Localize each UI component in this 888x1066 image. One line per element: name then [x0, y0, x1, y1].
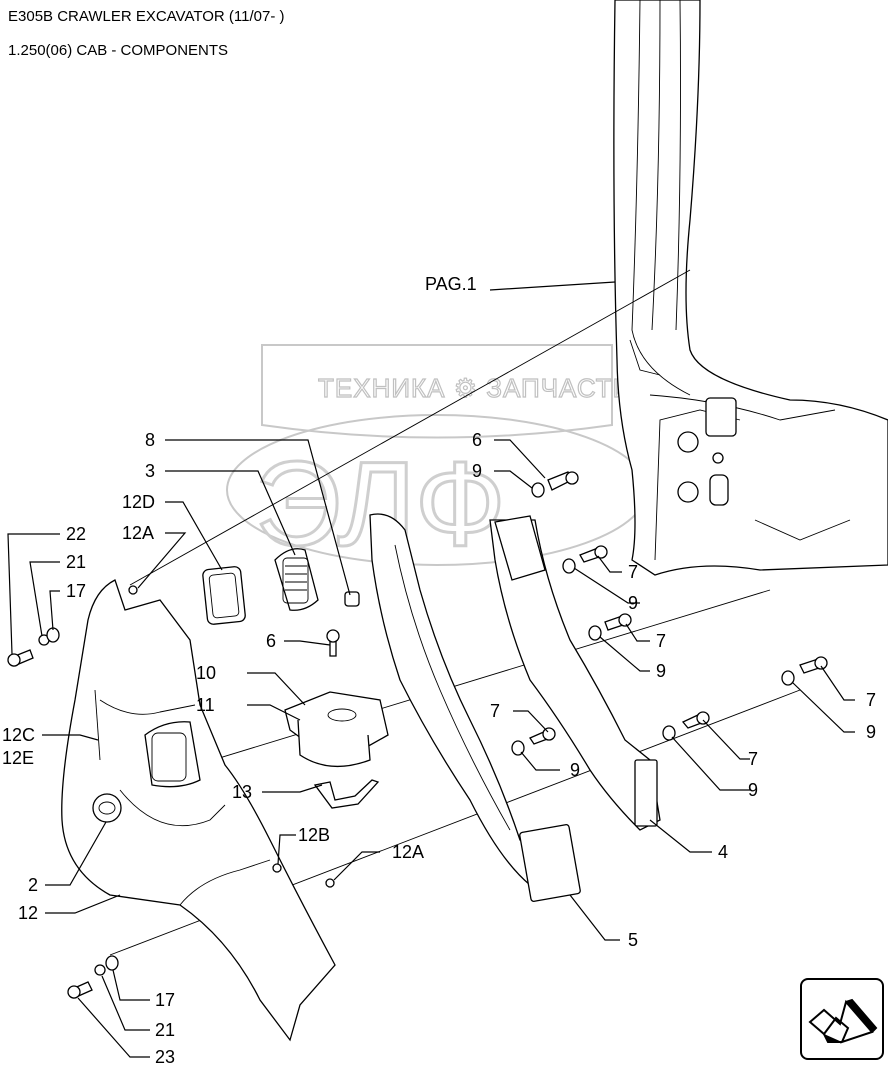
next-page-button[interactable] [800, 978, 884, 1060]
cab-frame-pillar [613, 0, 888, 576]
center-column-panel [369, 513, 581, 902]
callout-9-d: 9 [748, 780, 758, 800]
callout-12B: 12B [298, 825, 330, 845]
right-column-panel [489, 515, 661, 831]
callout-labels: PAG.1 8 3 12D 12A 22 21 17 6 9 7 9 7 9 7… [2, 274, 876, 1066]
callout-12A-bottom: 12A [392, 842, 424, 862]
callout-pag1: PAG.1 [425, 274, 477, 294]
callout-12E: 12E [2, 748, 34, 768]
callout-13: 13 [232, 782, 252, 802]
header-section-title: 1.250(06) CAB - COMPONENTS [8, 42, 229, 59]
callout-7-a: 7 [628, 562, 638, 582]
header-model-title: E305B CRAWLER EXCAVATOR (11/07- ) [8, 8, 285, 25]
callout-7-e: 7 [490, 701, 500, 721]
callout-7-b: 7 [656, 631, 666, 651]
leader-lines [7, 281, 855, 1058]
arrow-next-page-icon [808, 998, 878, 1044]
callout-3: 3 [145, 461, 155, 481]
part-3-air-vent [274, 548, 319, 611]
callout-17-top: 17 [66, 581, 86, 601]
callout-9-top: 9 [472, 461, 482, 481]
callout-9-c: 9 [866, 722, 876, 742]
callout-17-bottom: 17 [155, 990, 175, 1010]
part-8-nut [344, 591, 360, 607]
callout-12A-top: 12A [122, 523, 154, 543]
callout-2: 2 [28, 875, 38, 895]
callout-4: 4 [718, 842, 728, 862]
watermark: ТЕХНИКА ⚙ ЗАПЧАСТИ ЭЛФ [226, 344, 648, 573]
callout-7-d: 7 [748, 749, 758, 769]
part-10-storage-box [284, 691, 389, 768]
callout-21-top: 21 [66, 552, 86, 572]
callout-9-b: 9 [656, 661, 666, 681]
watermark-text: ТЕХНИКА ⚙ ЗАПЧАСТИ [318, 373, 632, 403]
part-12-trim-panel [61, 579, 336, 1042]
callout-9-a: 9 [628, 593, 638, 613]
callout-22: 22 [66, 524, 86, 544]
callout-11: 11 [196, 695, 215, 715]
callout-8: 8 [145, 430, 155, 450]
callout-9-e: 9 [570, 760, 580, 780]
callout-12: 12 [18, 903, 38, 923]
callout-12D: 12D [122, 492, 155, 512]
part-13-bracket [313, 779, 380, 809]
callout-6-mid: 6 [266, 631, 276, 651]
callout-10: 10 [196, 663, 216, 683]
part-12D-pad [202, 566, 246, 625]
callout-7-c: 7 [866, 690, 876, 710]
callout-5: 5 [628, 930, 638, 950]
callout-6-top: 6 [472, 430, 482, 450]
callout-21-bottom: 21 [155, 1020, 175, 1040]
callout-12C: 12C [2, 725, 35, 745]
callout-23: 23 [155, 1047, 175, 1066]
